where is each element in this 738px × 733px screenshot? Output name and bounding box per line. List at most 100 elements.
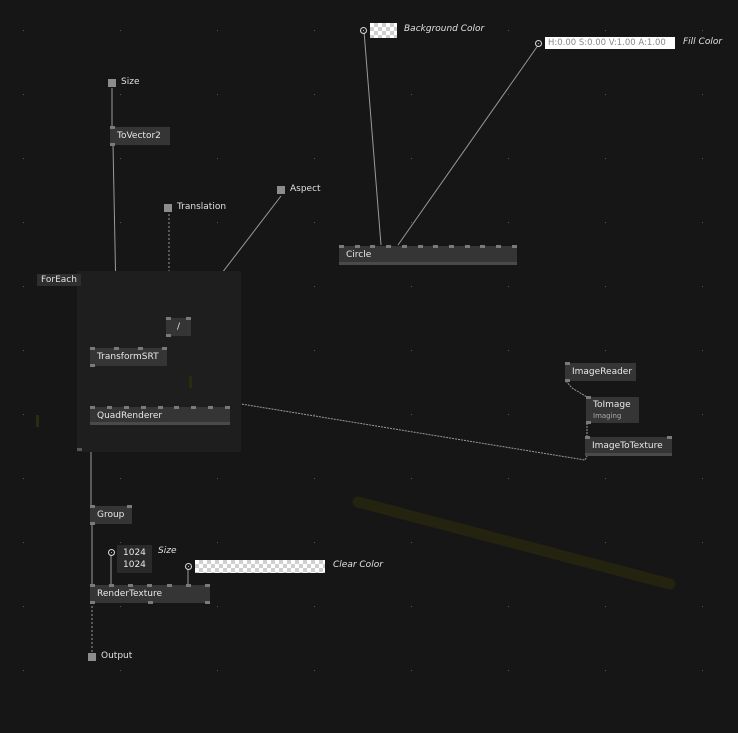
grid-dot	[411, 606, 412, 607]
grid-dot	[605, 94, 606, 95]
clear-color-pin-icon[interactable]	[185, 563, 192, 570]
grid-dot	[508, 542, 509, 543]
annotation-stroke	[352, 496, 676, 590]
transformsrt-node[interactable]: TransformSRT	[90, 347, 167, 367]
grid-dot	[411, 478, 412, 479]
grid-dot	[508, 606, 509, 607]
wire-fillcolor-circle	[397, 43, 540, 246]
grid-dot	[23, 286, 24, 287]
grid-dot	[702, 286, 703, 287]
grid-dot	[120, 222, 121, 223]
aspect-iobox[interactable]	[277, 186, 285, 194]
translation-iobox[interactable]	[164, 204, 172, 212]
grid-dot	[120, 30, 121, 31]
grid-dot	[23, 158, 24, 159]
grid-dot	[217, 222, 218, 223]
grid-dot	[702, 94, 703, 95]
grid-dot	[120, 158, 121, 159]
grid-dot	[23, 478, 24, 479]
grid-dot	[411, 94, 412, 95]
region-anchor	[189, 376, 192, 388]
circle-footer	[339, 262, 517, 265]
grid-dot	[605, 542, 606, 543]
output-iobox[interactable]	[88, 653, 96, 661]
grid-dot	[508, 286, 509, 287]
background-color-label: Background Color	[404, 24, 485, 34]
grid-dot	[23, 606, 24, 607]
grid-dot	[314, 350, 315, 351]
grid-dot	[411, 350, 412, 351]
toimage-category: Imaging	[593, 412, 622, 420]
output-label: Output	[101, 651, 133, 661]
size-iobox[interactable]	[108, 79, 116, 87]
grid-dot	[702, 350, 703, 351]
grid-dot	[23, 414, 24, 415]
grid-dot	[411, 670, 412, 671]
grid-dot	[314, 222, 315, 223]
grid-dot	[411, 158, 412, 159]
clear-color-swatch[interactable]	[195, 560, 325, 573]
circle-label: Circle	[346, 250, 372, 260]
region-anchor-left	[36, 415, 39, 427]
imagetotexture-label: ImageToTexture	[592, 441, 663, 451]
group-node[interactable]: Group	[90, 505, 132, 525]
grid-dot	[411, 542, 412, 543]
grid-dot	[702, 158, 703, 159]
grid-dot	[217, 478, 218, 479]
grid-dot	[508, 350, 509, 351]
grid-dot	[605, 606, 606, 607]
grid-dot	[217, 30, 218, 31]
imagereader-node[interactable]: ImageReader	[565, 362, 636, 382]
grid-dot	[605, 30, 606, 31]
wire-imagereader-toimage	[565, 380, 588, 398]
quadrenderer-footer	[90, 422, 230, 425]
grid-dot	[702, 222, 703, 223]
background-color-pin-icon[interactable]	[360, 27, 367, 34]
grid-dot	[120, 606, 121, 607]
grid-dot	[217, 606, 218, 607]
fill-color-value[interactable]: H:0.00 S:0.00 V:1.00 A:1.00	[545, 37, 675, 49]
render-size-x: 1024	[123, 548, 146, 558]
grid-dot	[217, 670, 218, 671]
grid-dot	[120, 670, 121, 671]
toimage-node[interactable]: ToImage Imaging	[586, 396, 639, 424]
render-size-iobox[interactable]: 1024 1024	[117, 545, 152, 573]
rendertexture-node[interactable]: RenderTexture	[90, 584, 210, 604]
grid-dot	[605, 222, 606, 223]
grid-dot	[217, 542, 218, 543]
region-marker	[77, 448, 82, 451]
group-label: Group	[97, 510, 125, 520]
circle-node[interactable]: Circle	[339, 245, 517, 264]
render-size-pin-icon[interactable]	[108, 549, 115, 556]
grid-dot	[702, 606, 703, 607]
grid-dot	[702, 30, 703, 31]
grid-dot	[508, 222, 509, 223]
grid-dot	[314, 606, 315, 607]
grid-dot	[702, 414, 703, 415]
imagetotexture-node[interactable]: ImageToTexture	[585, 436, 672, 455]
grid-dot	[605, 670, 606, 671]
tovector2-node[interactable]: ToVector2	[110, 126, 170, 146]
grid-dot	[702, 670, 703, 671]
grid-dot	[23, 94, 24, 95]
grid-dot	[23, 670, 24, 671]
background-color-swatch[interactable]	[370, 23, 397, 38]
divide-label: /	[176, 322, 181, 332]
fill-color-pin-icon[interactable]	[535, 40, 542, 47]
grid-dot	[702, 478, 703, 479]
grid-dot	[314, 30, 315, 31]
transformsrt-label: TransformSRT	[97, 352, 159, 362]
clear-color-label: Clear Color	[333, 560, 383, 570]
render-size-y: 1024	[123, 560, 146, 570]
divide-node[interactable]: /	[166, 317, 191, 337]
render-size-label: Size	[158, 546, 177, 556]
size-label: Size	[121, 77, 140, 87]
grid-dot	[508, 158, 509, 159]
grid-dot	[411, 414, 412, 415]
grid-dot	[605, 158, 606, 159]
imagereader-label: ImageReader	[572, 367, 633, 377]
grid-dot	[314, 158, 315, 159]
grid-dot	[411, 222, 412, 223]
grid-dot	[217, 94, 218, 95]
